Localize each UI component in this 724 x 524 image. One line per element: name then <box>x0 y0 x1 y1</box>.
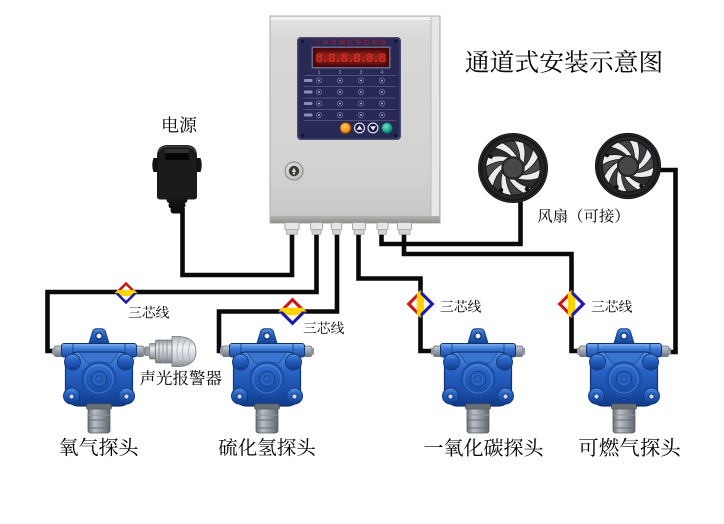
svg-text:2: 2 <box>339 70 342 76</box>
svg-text:4: 4 <box>381 70 384 76</box>
svg-text:8.8.8.8.8.8: 8.8.8.8.8.8 <box>315 51 386 66</box>
svg-text:1: 1 <box>318 70 321 76</box>
svg-text:8.8.8.8.8.8: 8.8.8.8.8.8 <box>316 52 387 67</box>
svg-text:3: 3 <box>360 70 363 76</box>
